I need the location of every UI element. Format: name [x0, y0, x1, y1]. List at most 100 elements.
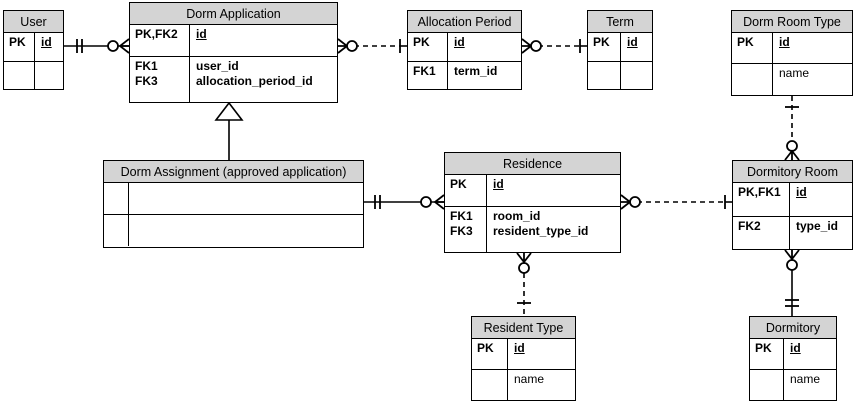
entity-row: PK id	[732, 33, 852, 63]
key-cell	[104, 215, 129, 246]
entity-title-dormitory-room: Dormitory Room	[733, 161, 852, 183]
key-cell: PK,FK1	[733, 183, 790, 216]
attribute-label: id	[627, 35, 638, 49]
edge-dorm-assignment-residence	[364, 194, 445, 210]
edge-dorm-room-type-dormitory-room	[784, 96, 800, 161]
entity-row: name	[750, 369, 836, 400]
key-cell: PK	[732, 33, 773, 63]
attribute-label: id	[41, 35, 52, 49]
key-label: FK2	[738, 219, 761, 233]
key-label: PK	[477, 341, 494, 355]
attribute-cell: id	[487, 175, 620, 206]
attribute-cell	[129, 215, 363, 246]
attribute-label: id	[796, 185, 807, 199]
entity-title-term: Term	[588, 11, 652, 33]
attribute-label: type_id	[796, 219, 839, 233]
attribute-cell: type_id	[790, 217, 852, 249]
key-cell: PK	[408, 33, 448, 61]
key-label: PK	[593, 35, 610, 49]
attribute-cell: name	[784, 370, 836, 400]
key-cell	[588, 62, 621, 89]
attribute-cell	[35, 62, 63, 89]
key-cell: PK	[472, 339, 508, 369]
attribute-label: id	[493, 177, 504, 191]
entity-title-dorm-application: Dorm Application	[130, 3, 337, 25]
key-cell: PK	[588, 33, 621, 61]
entity-title-resident-type: Resident Type	[472, 317, 575, 339]
entity-row	[104, 214, 363, 246]
attribute-label: allocation_period_id	[196, 74, 313, 88]
attribute-cell	[129, 183, 363, 214]
attribute-label: term_id	[454, 64, 498, 78]
attribute-cell: id	[621, 33, 652, 61]
edge-residence-dormitory-room	[620, 194, 732, 210]
key-label: PK,FK2	[135, 27, 178, 41]
attribute-label: id	[790, 341, 801, 355]
entity-row: name	[472, 369, 575, 400]
entity-row: PK id	[750, 339, 836, 369]
edge-dorm-application-allocation-period	[337, 38, 407, 54]
entity-title-user: User	[4, 11, 63, 33]
key-label: FK1	[450, 209, 473, 223]
entity-dorm-assignment[interactable]: Dorm Assignment (approved application)	[103, 160, 364, 248]
entity-title-residence: Residence	[445, 153, 620, 175]
key-cell: FK1	[408, 62, 448, 89]
key-label: FK3	[135, 74, 158, 88]
attribute-cell: id	[35, 33, 63, 61]
attribute-cell: id	[790, 183, 852, 216]
attribute-cell: id	[773, 33, 852, 63]
entity-row	[588, 61, 652, 89]
attribute-label: resident_type_id	[493, 224, 589, 238]
entity-row: name	[732, 63, 852, 95]
entity-row	[4, 61, 63, 89]
edge-dorm-application-dorm-assignment	[214, 101, 244, 160]
attribute-label: id	[779, 35, 790, 49]
key-cell	[732, 64, 773, 95]
key-label: PK	[755, 341, 772, 355]
entity-row: PK id	[588, 33, 652, 61]
entity-title-allocation-period: Allocation Period	[408, 11, 521, 33]
attribute-label: id	[454, 35, 465, 49]
key-cell	[750, 370, 784, 400]
entity-row: PK id	[408, 33, 521, 61]
attribute-cell: name	[773, 64, 852, 95]
attribute-label: name	[514, 372, 545, 386]
attribute-cell: term_id	[448, 62, 521, 89]
key-label: PK	[413, 35, 430, 49]
key-label: FK3	[450, 224, 473, 238]
key-label: PK	[737, 35, 754, 49]
attribute-label: user_id	[196, 59, 239, 73]
attribute-label: room_id	[493, 209, 541, 223]
entity-row: FK2 type_id	[733, 216, 852, 249]
attribute-cell	[621, 62, 652, 89]
key-cell	[472, 370, 508, 400]
key-cell: PK	[750, 339, 784, 369]
edge-user-dorm-application	[64, 38, 130, 54]
entity-row: FK1 term_id	[408, 61, 521, 89]
key-cell: FK2	[733, 217, 790, 249]
entity-title-dorm-assignment: Dorm Assignment (approved application)	[104, 161, 363, 183]
entity-title-dormitory: Dormitory	[750, 317, 836, 339]
edge-dormitory-room-dormitory	[784, 249, 800, 316]
key-cell: PK,FK2	[130, 25, 190, 56]
key-label: FK1	[135, 59, 158, 73]
